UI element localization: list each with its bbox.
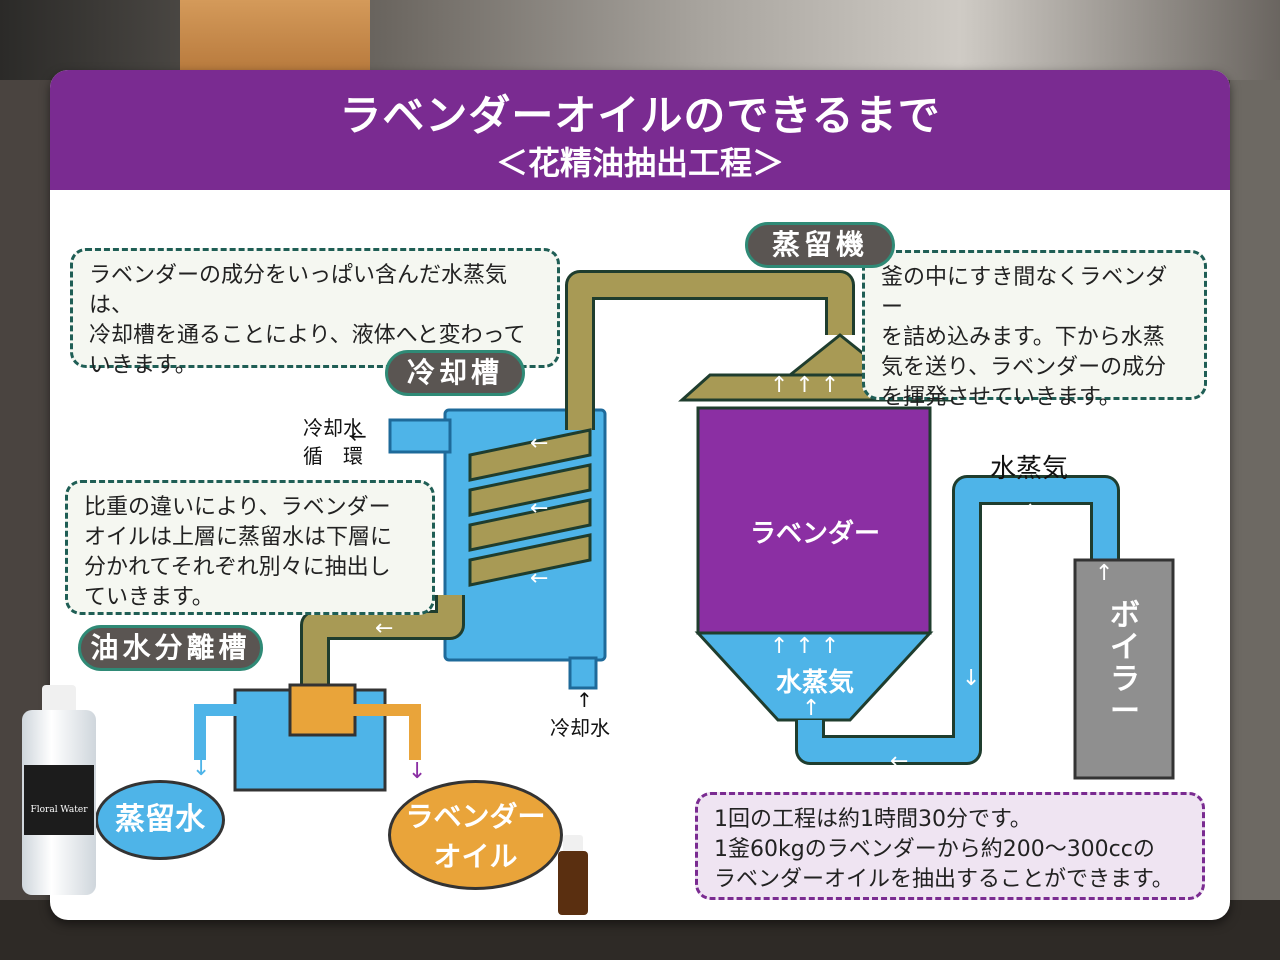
svg-text:↑ ↑ ↑: ↑ ↑ ↑ [770,634,839,659]
separator-tank-oil [288,683,357,737]
distiller-body [696,406,932,635]
svg-text:←: ← [530,566,548,591]
boiler [1073,558,1175,780]
lavender-label: ラベンダー [749,519,880,549]
board-subtitle: ＜花精油抽出工程＞ [495,144,784,182]
floral-water-bottle: Floral Water [22,685,96,895]
svg-text:↑ ↑ ↑: ↑ ↑ ↑ [770,373,839,398]
background-right-wall [1230,80,1280,910]
condensate-pipe [303,595,462,690]
steam-in-tank-label: 水蒸気 [775,668,854,698]
board-header [50,70,1230,190]
coolant-outlet-arrow: ← [350,424,367,448]
distiller-note: 釜の中にすき間なくラベンダー を詰め込みます。下から水蒸 気を送り、ラベンダーの… [862,250,1207,410]
lavender-oil-line2: オイル [433,840,518,873]
svg-text:←: ← [1025,496,1043,521]
outlet-arrows: ↓ [192,756,210,781]
svg-text:↑: ↑ [802,696,820,721]
lavender-oil-line1: ラベンダー [405,800,546,833]
background-wood-post [180,0,370,70]
svg-text:↓: ↓ [408,759,426,784]
svg-text:←: ← [890,749,908,774]
svg-text:←: ← [695,306,713,331]
floral-water-label: Floral Water [30,805,88,815]
steam-label: 水蒸気 [990,454,1069,484]
coolant-circulation-label-1: 冷却水 [303,416,363,440]
svg-text:←: ← [530,496,548,521]
svg-text:←: ← [530,431,548,456]
info-board: ラベンダーオイルのできるまで ＜花精油抽出工程＞ [50,70,1230,920]
svg-text:↑: ↑ [1095,561,1113,586]
coolant-inlet-arrow: ↑ [576,688,593,712]
svg-text:↓: ↓ [962,666,980,691]
distiller-pill: 蒸留機 [745,222,895,268]
steam-pipe [798,478,1117,762]
cooling-tank-pill: 冷却槽 [385,350,525,396]
process-note: 1回の工程は約1時間30分です。 1釜60kgのラベンダーから約200～300c… [695,792,1205,900]
lavender-oil-blob: ラベンダー オイル [388,780,563,890]
boiler-label: ボイラー [1110,598,1140,729]
coolant-circulation-label-2: 循 環 [303,444,363,468]
coolant-inlet-pipe [568,656,598,690]
distilled-water-blob: 蒸留水 [95,780,225,860]
lavender-oil-bottle [558,835,588,915]
distillation-diagram: ← ← ← ← ← ← ← ↑ ↑ ↑ ↑ ↑ ↑ ↑ ↓ ↑ ↓ ↓ [192,270,1175,792]
flow-arrows: ← ← ← ← ← ← ← ↑ ↑ ↑ ↑ ↑ ↑ ↑ ↓ ↑ [375,306,1113,774]
water-outlet-pipe [194,704,250,760]
board-title: ラベンダーオイルのできるまで [339,91,941,140]
vapor-pipe [568,273,852,430]
coolant-outlet-pipe [388,418,452,454]
oil-outlet-pipe [350,704,421,760]
distiller-cone [694,631,934,722]
svg-text:↓: ↓ [192,756,210,781]
cooling-coil [468,428,592,587]
separator-note: 比重の違いにより、ラベンダー オイルは上層に蒸留水は下層に 分かれてそれぞれ別々… [65,480,435,615]
cooling-note: ラベンダーの成分をいっぱい含んだ水蒸気は、 冷却槽を通ることにより、液体へと変わ… [70,248,560,378]
coolant-in-label: 冷却水 [550,716,610,740]
svg-text:←: ← [375,616,393,641]
separator-pill: 油水分離槽 [78,625,263,671]
